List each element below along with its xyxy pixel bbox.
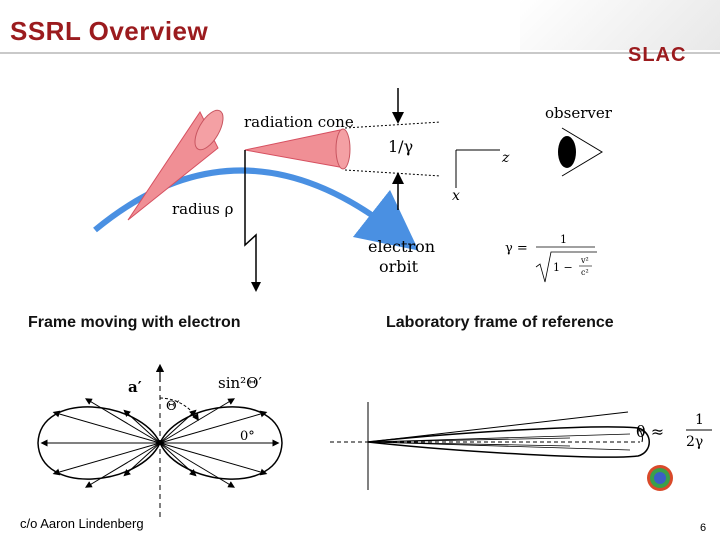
synchrotron-radiation-diagram: radiation cone 1/γ radius ρ electron orb… (93, 88, 613, 292)
left-radiation-cone (127, 109, 224, 221)
gamma-denominator-one: 1 − (553, 261, 573, 274)
beam-spot-icon (647, 465, 673, 491)
angle-arc (637, 427, 643, 443)
coordinate-axes: z x (452, 149, 510, 204)
slide-title: SSRL Overview (10, 16, 209, 46)
angle-label: 1/γ (388, 137, 413, 156)
radius-line (244, 150, 257, 285)
zero-degree-label: 0° (240, 429, 255, 444)
corner-decoration (520, 0, 720, 50)
right-radiation-cone (244, 128, 351, 170)
lab-rays (367, 433, 631, 451)
left-lobe (37, 406, 161, 480)
lab-frame-heading: Laboratory frame of reference (386, 314, 614, 331)
theta-arc (159, 397, 199, 421)
credit-text: c/o Aaron Lindenberg (20, 516, 144, 531)
gamma-lhs: γ = (505, 241, 528, 256)
slac-logo: SLAC (628, 44, 687, 66)
fraction-denominator: 2γ (686, 434, 703, 450)
moving-frame-heading: Frame moving with electron (28, 314, 241, 331)
axis-z-label: z (501, 150, 510, 166)
dipole-radiation-pattern: a′ sin²Θ′ Θ′ 0° (37, 363, 283, 518)
lab-frame-radiation-diagram: θ ≈ 1 2γ (330, 402, 712, 491)
radius-label: radius ρ (172, 200, 234, 218)
theta-approx-label: θ ≈ (636, 422, 664, 441)
electron-orbit-label-2: orbit (379, 257, 419, 276)
acceleration-label: a′ (128, 378, 142, 396)
axis-x-label: x (452, 188, 460, 204)
forward-lobe (367, 426, 650, 458)
gamma-v-squared: v² (580, 256, 589, 265)
radiation-rays (40, 398, 280, 488)
title-divider (0, 52, 720, 54)
sin-squared-label: sin²Θ′ (218, 374, 262, 392)
gamma-numerator: 1 (560, 233, 567, 246)
lorentz-factor-formula: γ = 1 1 − v² c² (505, 233, 597, 283)
radiation-cone-label: radiation cone (244, 113, 354, 131)
observer-label: observer (545, 104, 613, 122)
electron-orbit-label-1: electron (368, 237, 435, 256)
electron-orbit-arc (93, 167, 419, 251)
theta-prime-label: Θ′ (166, 399, 180, 414)
observer-eye-icon (558, 127, 603, 177)
gamma-c-squared: c² (581, 268, 589, 277)
fraction-numerator: 1 (695, 412, 704, 428)
page-number: 6 (700, 522, 707, 534)
